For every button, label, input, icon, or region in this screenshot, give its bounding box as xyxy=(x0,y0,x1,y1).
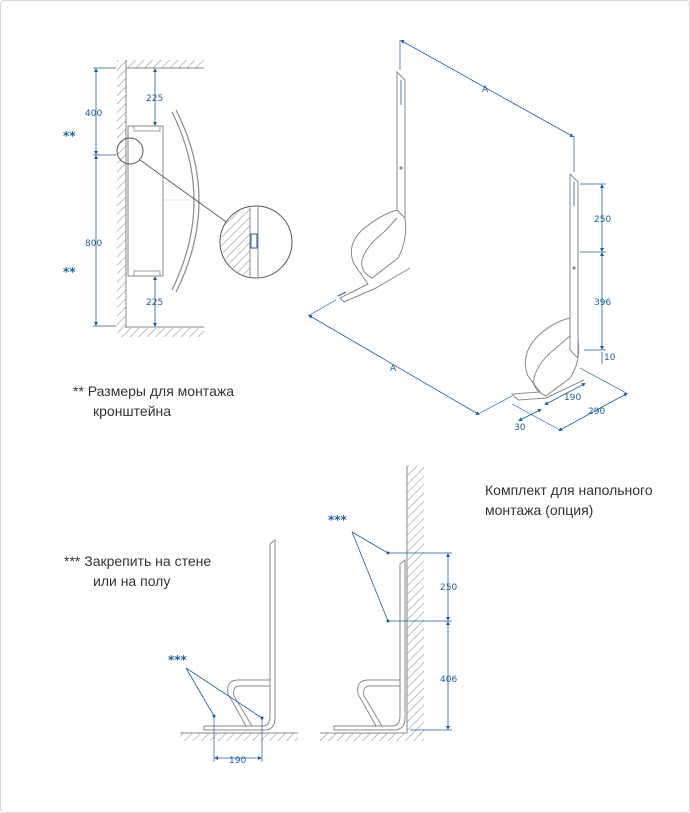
note-fix-line2: или на полу xyxy=(93,573,170,589)
dim-iso-396: 396 xyxy=(594,298,611,308)
dim-225-bottom: 225 xyxy=(146,298,163,308)
dim-800: 800 xyxy=(85,239,102,249)
dim-iso-290: 290 xyxy=(588,407,605,417)
mark-double-star-2: ** xyxy=(63,265,76,279)
wall-mount-side-view: 400 225 800 225 ** ** xyxy=(63,60,293,337)
floor-stand-isometric: A A 250 396 10 190 290 30 xyxy=(307,40,629,433)
wall-fixed-side-view: 250 406 *** xyxy=(320,466,457,741)
dim-a-bottom: A xyxy=(390,364,397,374)
dim-a-top: A xyxy=(482,85,489,95)
note-floor-kit-line2: монтажа (опция) xyxy=(485,502,593,518)
dim-iso-10: 10 xyxy=(604,353,616,363)
wall-hatch-right xyxy=(407,466,424,736)
dim-wall-250: 250 xyxy=(440,583,457,593)
dim-iso-250: 250 xyxy=(594,215,611,225)
ceiling-hatch xyxy=(126,60,204,68)
floor-fixed-side-view: 190 *** xyxy=(168,538,298,766)
wall-hatch xyxy=(117,60,126,328)
mark-triple-star-floor: *** xyxy=(168,653,188,667)
note-bracket-line2: кронштейна xyxy=(93,403,171,419)
note-fix-line1: *** Закрепить на стене xyxy=(64,553,211,569)
mark-triple-star-wall: *** xyxy=(328,513,348,527)
floor-hatch-left xyxy=(180,733,298,741)
floor-hatch xyxy=(117,328,204,337)
note-floor-kit-line1: Комплект для напольного xyxy=(485,482,653,498)
note-bracket-line1: ** Размеры для монтажа xyxy=(73,383,234,399)
dim-wall-406: 406 xyxy=(440,675,457,685)
dim-400: 400 xyxy=(85,109,102,119)
dim-225-top: 225 xyxy=(146,94,163,104)
dim-iso-30: 30 xyxy=(514,423,526,433)
dim-floor-190: 190 xyxy=(229,756,246,766)
dim-iso-190: 190 xyxy=(564,393,581,403)
floor-hatch-right xyxy=(320,733,424,741)
mark-double-star-1: ** xyxy=(63,129,76,143)
